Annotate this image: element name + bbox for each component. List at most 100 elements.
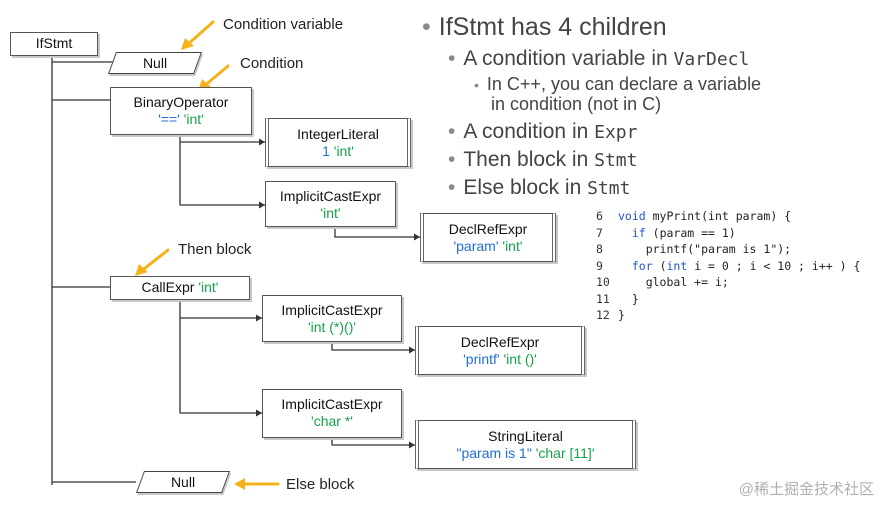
node-integer-literal: IntegerLiteral 1 'int' <box>265 118 411 167</box>
node-intlit-name: IntegerLiteral <box>297 126 379 142</box>
code-text: } <box>631 291 639 306</box>
bullet-dot-icon: • <box>422 13 431 41</box>
arrowhead-then-block <box>135 264 148 276</box>
node-ice1-type: 'int' <box>320 205 341 221</box>
node-dre2-decl: 'printf' <box>463 351 500 367</box>
code-text: printf("param is 1"); <box>645 242 792 256</box>
connector-ice1-dre1 <box>334 226 420 238</box>
node-ice1-name: ImplicitCastExpr <box>279 188 382 204</box>
node-null-bottom-name: Null <box>170 474 196 490</box>
arrow-then-block <box>138 248 170 274</box>
code-indent <box>618 259 632 273</box>
node-ifstmt: IfStmt <box>10 32 98 56</box>
node-ice3-name: ImplicitCastExpr <box>281 396 383 412</box>
bullet-2-code: VarDecl <box>673 49 750 70</box>
bullet-condition-expr: •A condition in Expr <box>448 119 637 146</box>
node-dre2-type: 'int ()' <box>503 351 537 367</box>
arrowhead-condition-variable <box>181 38 194 50</box>
annotation-then-block: Then block <box>178 241 252 258</box>
node-binop-attrs: '==' 'int' <box>111 111 251 128</box>
code-line: 11 } <box>596 291 860 308</box>
node-strlit-value: "param is 1" <box>456 445 532 461</box>
arrowhead-ice1 <box>259 201 265 209</box>
node-dre1-name: DeclRefExpr <box>448 221 528 237</box>
node-null-top: Null <box>107 52 203 74</box>
code-line: 8 printf("param is 1"); <box>596 241 860 258</box>
arrow-condition <box>201 64 230 89</box>
node-strlit-type: 'char [11]' <box>535 445 595 461</box>
code-line: 9 for (int i = 0 ; i < 10 ; i++ ) { <box>596 258 860 275</box>
bullet-dot-icon: • <box>448 47 456 70</box>
node-null-top-name: Null <box>142 55 168 71</box>
bullet-3-line2: in condition (not in C) <box>491 94 662 114</box>
code-keyword: for <box>631 258 653 273</box>
annotation-condition: Condition <box>240 55 304 72</box>
bullet-1-pre: IfStmt <box>438 13 505 41</box>
node-intlit-type: 'int' <box>333 143 354 159</box>
bullet-6-pre: Else block in <box>463 176 588 199</box>
code-indent <box>618 292 632 306</box>
node-dre1-attrs: 'param' 'int' <box>424 238 552 255</box>
node-decl-ref-expr-2: DeclRefExpr 'printf' 'int ()' <box>415 326 585 375</box>
node-callexpr-type: 'int' <box>198 279 219 295</box>
connector-call-children <box>179 298 262 414</box>
code-text: ( <box>652 258 667 273</box>
code-line: 12} <box>596 307 860 324</box>
bullet-2-pre: A condition variable in <box>463 47 674 70</box>
connector-ice3-strlit <box>331 437 415 446</box>
arrowhead-else-block <box>234 478 245 490</box>
node-call-expr: CallExpr 'int' <box>110 276 250 300</box>
bullet-ifstmt-children: •IfStmt has 4 children <box>422 12 667 42</box>
node-ice2-name: ImplicitCastExpr <box>281 302 383 318</box>
node-implicit-cast-expr-2: ImplicitCastExpr 'int (*)()' <box>262 295 402 342</box>
arrowhead-dre2 <box>409 346 415 354</box>
bullet-4-code: Expr <box>594 122 638 143</box>
bullet-then-block: •Then block in Stmt <box>448 147 637 174</box>
annotation-else-block: Else block <box>286 476 355 493</box>
line-number: 12 <box>596 308 610 322</box>
node-dre2-attrs: 'printf' 'int ()' <box>419 351 581 368</box>
arrowhead-dre1 <box>414 233 420 241</box>
line-number: 11 <box>596 291 610 306</box>
node-strlit-attrs: "param is 1" 'char [11]' <box>419 445 632 462</box>
code-line: 7 if (param == 1) <box>596 225 860 242</box>
code-line: 6 void myPrint(int param) { <box>596 208 860 225</box>
code-text: } <box>618 308 625 322</box>
node-intlit-value: 1 <box>322 143 330 159</box>
node-binary-operator: BinaryOperator '==' 'int' <box>110 87 252 135</box>
arrowhead-ice3 <box>256 409 262 417</box>
line-number: 6 <box>596 209 603 223</box>
node-decl-ref-expr-1: DeclRefExpr 'param' 'int' <box>420 213 556 262</box>
node-intlit-attrs: 1 'int' <box>269 143 407 160</box>
code-text: myPrint(int param) { <box>645 209 792 223</box>
code-listing: 6 void myPrint(int param) { 7 if (param =… <box>596 208 860 324</box>
node-string-literal: StringLiteral "param is 1" 'char [11]' <box>415 420 636 469</box>
node-ifstmt-name: IfStmt <box>35 35 73 51</box>
bullet-dot-icon: • <box>474 77 479 93</box>
code-line: 10 global += i; <box>596 274 860 291</box>
bullet-6-code: Stmt <box>587 178 631 199</box>
bullet-1-post: has 4 children <box>504 13 667 41</box>
bullet-condition-variable: • A condition variable in VarDecl <box>448 46 749 73</box>
node-implicit-cast-expr-3: ImplicitCastExpr 'char *' <box>262 389 402 438</box>
node-binop-type: 'int' <box>183 111 204 127</box>
bullet-dot-icon: • <box>448 120 456 143</box>
node-dre2-name: DeclRefExpr <box>460 334 540 350</box>
watermark: @稀土掘金技术社区 <box>738 481 874 498</box>
connector-binop-children <box>179 136 265 206</box>
node-binop-opcode: '==' <box>158 111 180 127</box>
node-callexpr-label: CallExpr 'int' <box>111 277 249 297</box>
bullet-dot-icon: • <box>448 176 456 199</box>
bullet-dot-icon: • <box>448 148 456 171</box>
code-indent <box>618 275 646 289</box>
node-dre1-type: 'int' <box>502 238 523 254</box>
line-number: 10 <box>596 275 610 289</box>
node-callexpr-name: CallExpr <box>141 279 195 295</box>
arrowhead-strlit <box>409 441 415 449</box>
code-keyword: void <box>618 209 646 223</box>
annotation-condition-variable: Condition variable <box>223 16 344 33</box>
code-text: i = 0 ; i < 10 ; i++ ) { <box>687 258 861 273</box>
line-number: 9 <box>596 258 603 273</box>
node-null-bottom: Null <box>135 471 231 493</box>
arrowhead-ice2 <box>256 314 262 322</box>
